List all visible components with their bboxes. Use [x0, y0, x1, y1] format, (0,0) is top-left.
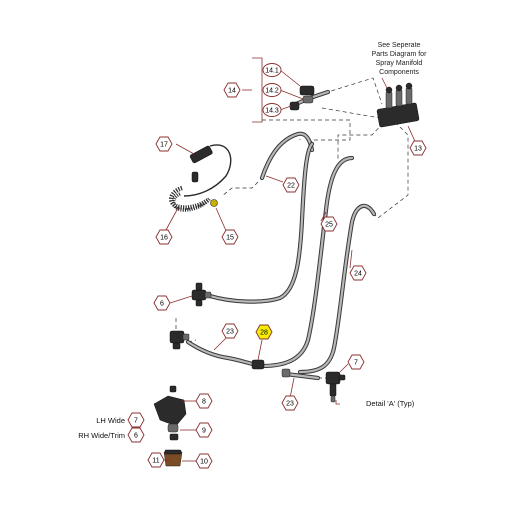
callout-7-right: 7 — [347, 354, 365, 370]
route-line — [221, 181, 259, 197]
lh-wide-label: LH Wide — [96, 416, 125, 425]
manifold-note: See Seperate Parts Diagram for Spray Man… — [372, 42, 428, 76]
routing-lines — [175, 77, 409, 379]
svg-text:9: 9 — [202, 428, 206, 435]
callout-15: 15 — [221, 229, 239, 245]
svg-text:14: 14 — [228, 88, 236, 95]
callout-17: 17 — [155, 136, 173, 152]
note-line-1: See Seperate — [378, 42, 421, 49]
callout-9: 9 — [195, 422, 213, 438]
callout-6-upper: 6 — [153, 295, 171, 311]
svg-text:24: 24 — [354, 271, 362, 278]
coiled-cord-16 — [183, 144, 232, 197]
callout-24: 24 — [349, 265, 367, 281]
callout-23-left: 23 — [221, 323, 239, 339]
fitting-14-3 — [289, 101, 300, 111]
svg-text:15: 15 — [226, 235, 234, 242]
callout-10: 10 — [195, 453, 213, 469]
callout-6-left: 6 — [127, 427, 145, 443]
rh-wide-trim-label: RH Wide/Trim — [78, 431, 125, 440]
hose-22 — [259, 131, 315, 181]
nozzle-cluster-upper — [191, 282, 212, 307]
callout-28[interactable]: 28 — [255, 324, 273, 340]
note-line-3: Spray Manifold — [376, 60, 423, 67]
svg-text:8: 8 — [202, 399, 206, 406]
connector-15 — [210, 199, 218, 207]
svg-text:14.2: 14.2 — [265, 88, 279, 95]
svg-text:28: 28 — [260, 330, 268, 337]
svg-text:25: 25 — [325, 222, 333, 229]
hose-23-right — [283, 371, 321, 381]
cap-10 — [164, 449, 182, 455]
svg-text:14.3: 14.3 — [265, 108, 279, 115]
callout-8: 8 — [195, 393, 213, 409]
hose-14-assembly — [289, 85, 331, 111]
hose-24 — [297, 203, 377, 375]
svg-text:22: 22 — [287, 183, 295, 190]
note-line-4: Components — [379, 69, 419, 76]
nozzle-assembly-detail — [153, 385, 187, 467]
callout-25: 25 — [320, 216, 338, 232]
fitting-14-2 — [302, 95, 314, 104]
callout-16: 16 — [155, 229, 173, 245]
manifold-valve — [405, 87, 413, 105]
nozzle-body — [153, 395, 187, 427]
callout-23-right: 23 — [281, 395, 299, 411]
nozzle-7-right — [325, 371, 346, 403]
remote-17 — [189, 145, 213, 164]
svg-text:11: 11 — [152, 458, 159, 465]
remote-17-assembly — [168, 144, 232, 212]
callout-14-2: 14.2 — [262, 83, 282, 97]
svg-text:23: 23 — [286, 401, 294, 408]
route-line — [369, 121, 409, 219]
callout-14-3: 14.3 — [262, 103, 282, 117]
svg-text:14.1: 14.1 — [265, 68, 279, 75]
svg-text:17: 17 — [160, 142, 168, 149]
spray-manifold — [376, 82, 420, 128]
hose-upper-6 — [207, 141, 315, 304]
callout-13: 13 — [409, 140, 427, 156]
fitting-14-1 — [299, 85, 315, 96]
hose-23-left — [185, 339, 265, 369]
svg-text:10: 10 — [200, 459, 208, 466]
callout-22: 22 — [282, 177, 300, 193]
callout-7-left: 7 — [127, 412, 145, 428]
callout-11: 11 — [147, 452, 165, 468]
svg-text:13: 13 — [414, 146, 422, 153]
manifold-valve — [395, 89, 403, 107]
route-line — [321, 107, 381, 119]
callout-14: 14 — [223, 82, 241, 98]
manifold-valve — [385, 91, 393, 109]
svg-text:16: 16 — [160, 235, 168, 242]
svg-text:7: 7 — [354, 360, 358, 367]
note-line-2: Parts Diagram for — [372, 51, 428, 58]
svg-text:23: 23 — [226, 329, 234, 336]
nozzle-cluster-lower — [169, 330, 190, 350]
svg-text:6: 6 — [134, 433, 138, 440]
route-line — [317, 77, 383, 105]
detail-a-label: Detail 'A' (Typ) — [366, 399, 415, 408]
check-valve-9 — [167, 423, 179, 433]
svg-text:7: 7 — [134, 418, 138, 425]
manifold-body — [376, 102, 420, 128]
callout-14-1: 14.1 — [262, 63, 282, 77]
svg-text:6: 6 — [160, 301, 164, 308]
tee-fitting-28 — [251, 359, 291, 378]
hose-25 — [259, 155, 355, 369]
